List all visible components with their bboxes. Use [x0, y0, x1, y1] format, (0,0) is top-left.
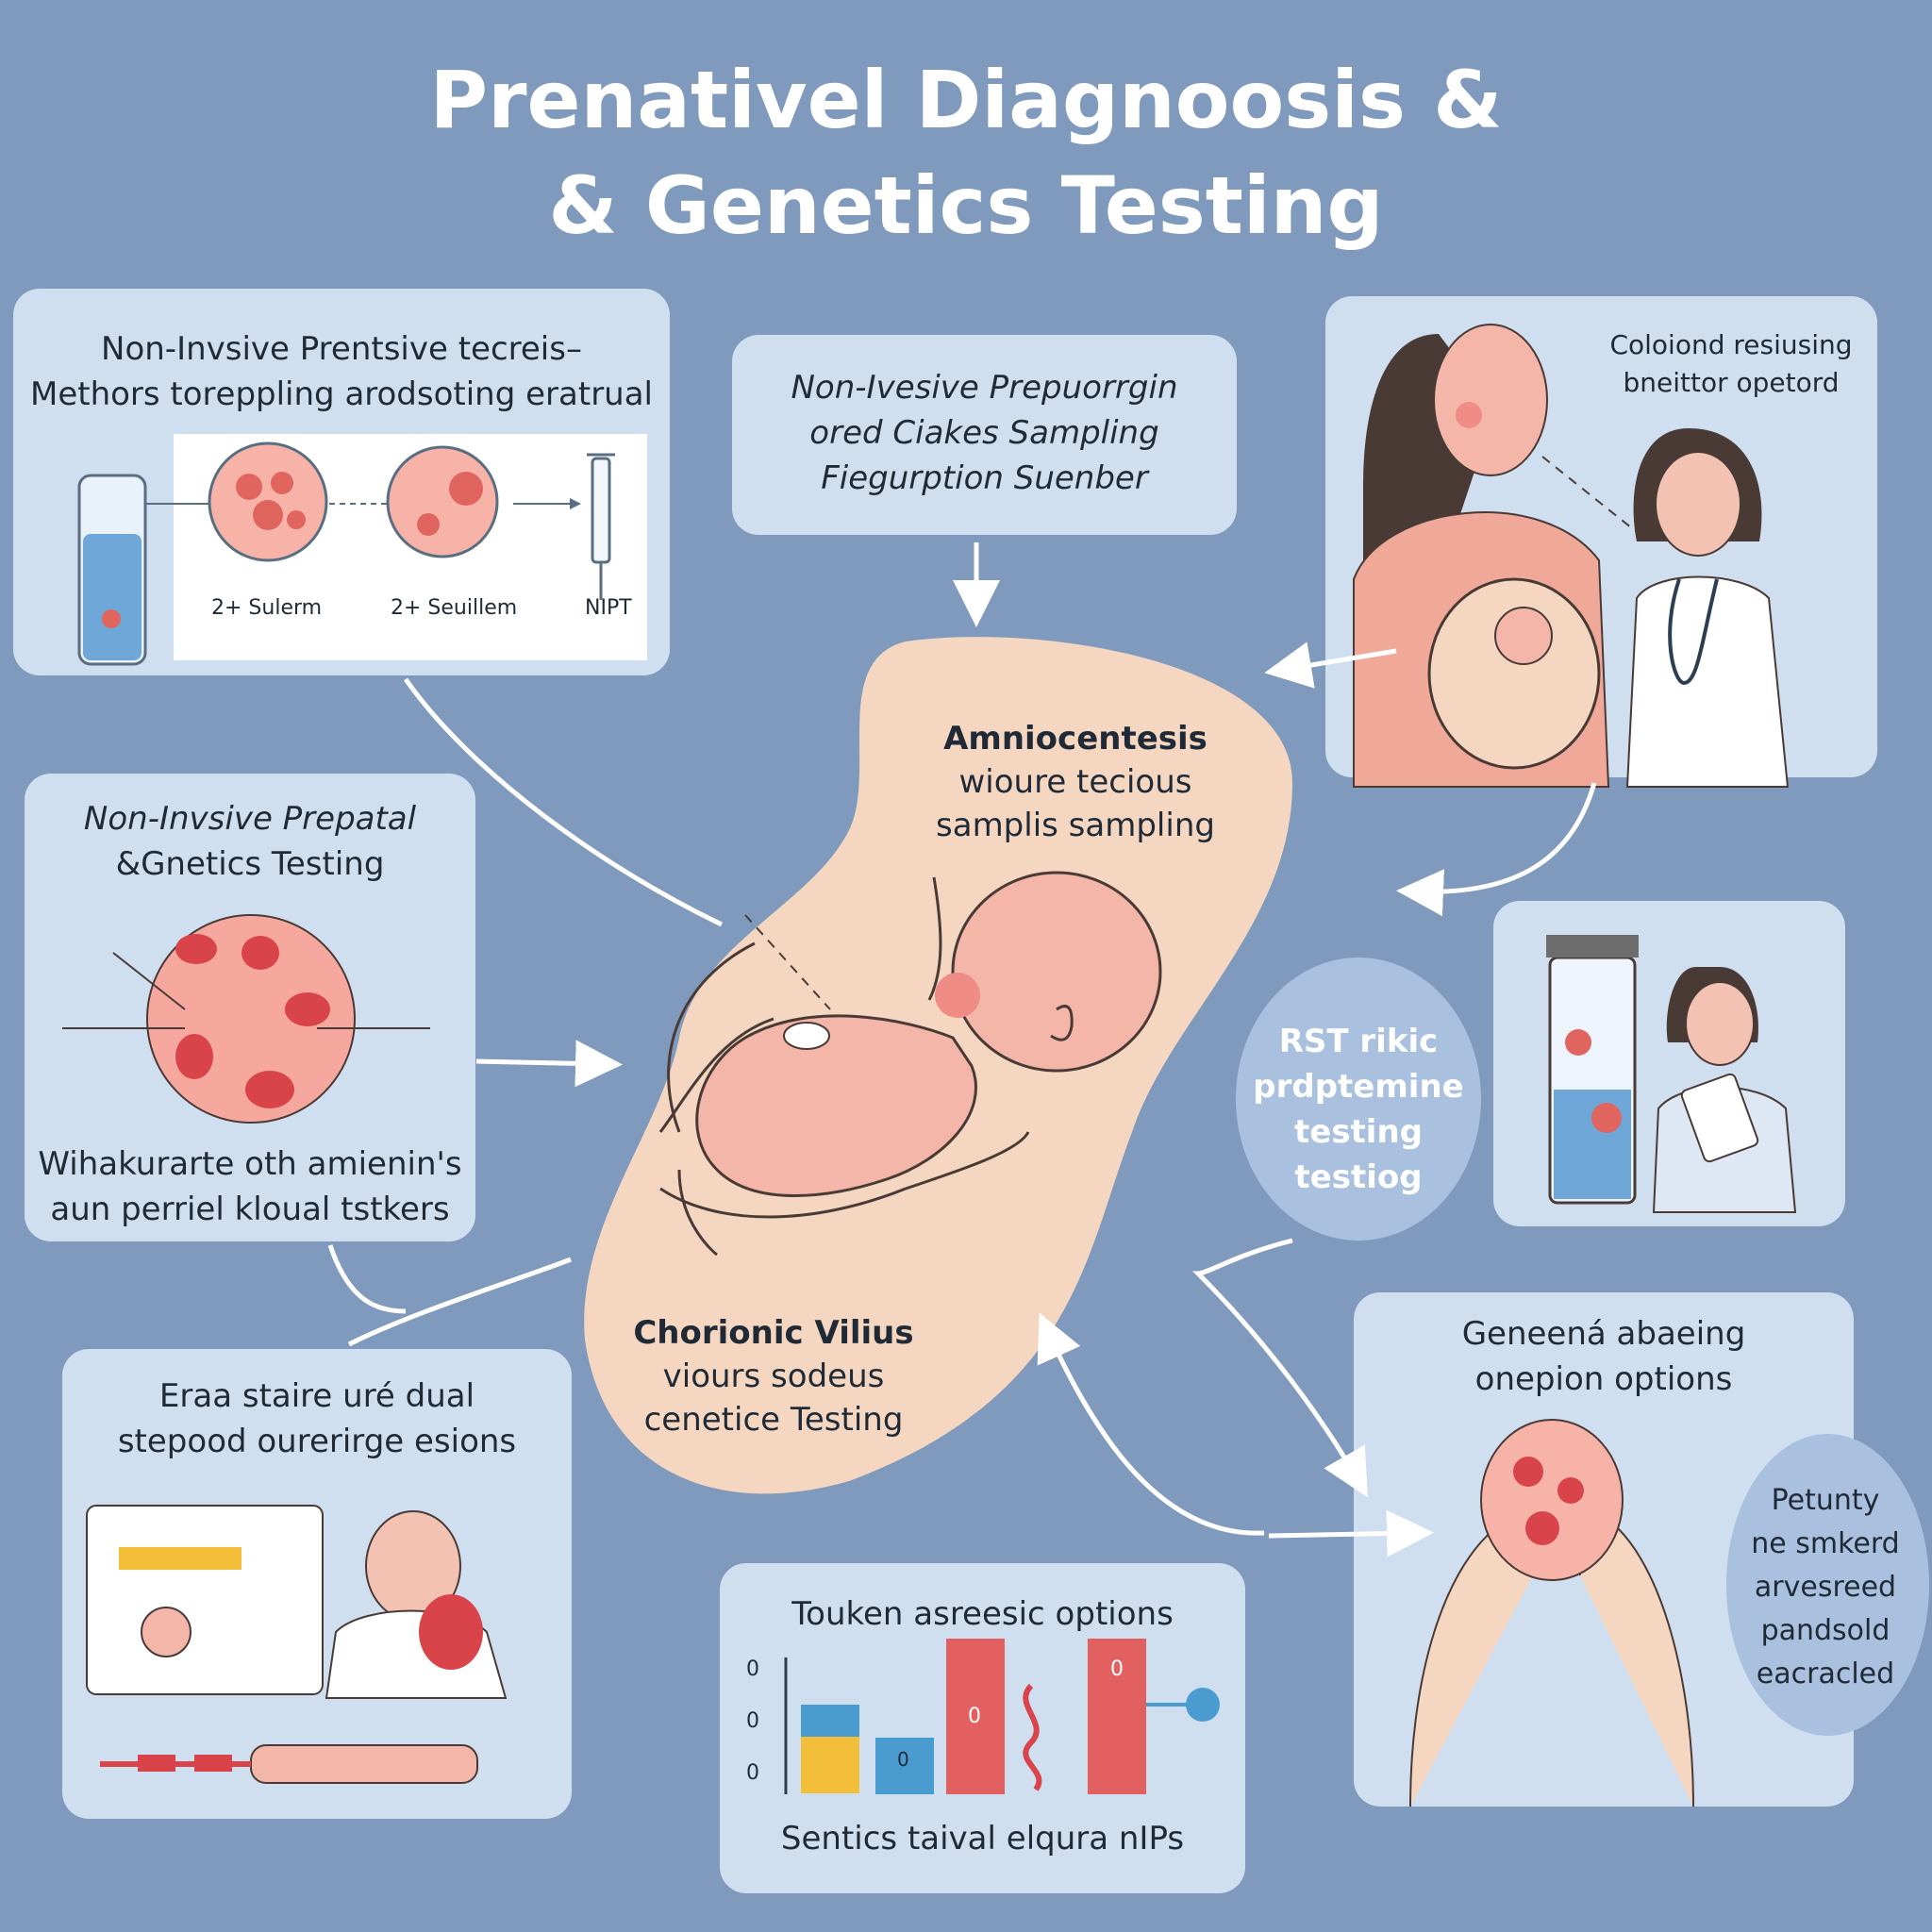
counseling-illustration: [1353, 324, 1790, 788]
panel-touken-options: Touken asreesic options 0 0 0 0 0 0 Sent…: [720, 1563, 1245, 1893]
chart-bar-red-1: [946, 1639, 1005, 1794]
left-mid-foot-1: Wihakurarte oth amienin's: [38, 1145, 462, 1183]
rst-label: RST rikic prdptemine testing testiog: [1236, 1019, 1481, 1200]
touken-bar-label-1: 0: [897, 1748, 909, 1771]
arrow-counsel-left: [1264, 641, 1397, 689]
doctor-coat: [1625, 575, 1790, 788]
counsel-line-1: Coloiond resiusing: [1609, 329, 1853, 360]
womb-outline: [667, 876, 942, 1257]
genetic-options-line-2: onepion options: [1474, 1360, 1733, 1398]
nipt-label-3: NIPT: [585, 596, 632, 620]
counsel-line-2: bneittor opetord: [1623, 367, 1840, 398]
arrow-counsel-down: [1396, 782, 1597, 917]
panel-bottom-left: Eraa staire uré dual stepood ourerirge e…: [62, 1349, 572, 1819]
amnio-label: Amniocentesis wioure tecious samplis sam…: [906, 717, 1245, 847]
panel-nipt-methods: Non-Invsive Prentsive tecreis– Methors t…: [13, 289, 670, 675]
stethoscope-icon: [1668, 578, 1719, 686]
touken-title: Touken asreesic options: [791, 1595, 1174, 1633]
blood-cell-illustration: [62, 914, 430, 1124]
ultrasound-probe: [783, 1022, 830, 1050]
cvs-label: Chorionic Vilius viours sodeus cenetice …: [604, 1311, 943, 1441]
amnio-line-1: Amniocentesis: [943, 720, 1208, 758]
cvs-line-3: cenetice Testing: [643, 1401, 904, 1439]
chart-bar-blue: [875, 1738, 934, 1794]
nipt-label-1: 2+ Sulerm: [211, 596, 323, 620]
arrow-to-genetic-right: [1268, 1509, 1434, 1557]
petunty-line-1: Petunty: [1771, 1484, 1880, 1517]
title-line-2: & Genetics Testing: [548, 159, 1384, 252]
chart-squiggle-icon: [1023, 1683, 1042, 1791]
petunty-line-3: arvesreed: [1754, 1571, 1897, 1604]
genetic-options-line-1: Geneená abaeing: [1461, 1315, 1746, 1353]
arrow-leftmid-down: [327, 1244, 407, 1314]
left-mid-head-2: &Gnetics Testing: [115, 845, 385, 883]
sample-dish-icon: [1480, 1419, 1624, 1581]
center-top-line-1: Non-Ivesive Prepuorrgin: [791, 369, 1178, 407]
baby-cheek: [935, 973, 980, 1018]
petunty-bubble: [1726, 1434, 1929, 1736]
left-mid-head-1: Non-Invsive Prepatal: [83, 800, 417, 838]
arrow-leftmid-to-center: [475, 1040, 623, 1088]
bottom-left-line-1: Eraa staire uré dual: [158, 1377, 475, 1415]
petunty-line-2: ne smkerd: [1751, 1527, 1900, 1560]
ultrasound-illustration: [86, 1505, 508, 1784]
petunty-line-5: eacracled: [1756, 1657, 1895, 1690]
mother-face: [1433, 324, 1548, 476]
center-top-line-2: ored Ciakes Sampling: [809, 414, 1159, 452]
nipt-line-2: Methors torеppling arodsoting eratrual: [29, 375, 653, 413]
holding-hand: [658, 1017, 1030, 1219]
petunty-line-4: pandsold: [1760, 1614, 1890, 1647]
rst-line-2: prdptemine: [1253, 1068, 1464, 1106]
nipt-line-1: Non-Invsive Prentsive tecreis–: [101, 330, 582, 368]
organ-model-icon: [419, 1594, 483, 1670]
page-title: Prenativel Diagnoosis & & Genetics Testi…: [0, 47, 1932, 258]
lab-tech-face: [1685, 981, 1755, 1066]
rst-line-3: testing: [1294, 1113, 1423, 1151]
touken-bar-label-3: 0: [1110, 1657, 1124, 1681]
arrow-bottomleft-up: [347, 1257, 572, 1347]
touken-tick-3: 0: [746, 1761, 759, 1785]
touken-tick-1: 0: [746, 1657, 759, 1681]
arrow-rst-to-genetic: [1191, 1238, 1368, 1498]
left-mid-foot-2: aun perriel kloual tstkers: [50, 1191, 450, 1228]
panel-left-mid: Non-Invsive Prepatal &Gnetics Testing Wi…: [25, 774, 475, 1241]
sample-card-icon: [1680, 1073, 1759, 1163]
panel-lab-test: [1493, 901, 1845, 1226]
rst-bubble: [1236, 958, 1481, 1241]
bottom-left-line-2: stepood ourerirge esions: [117, 1423, 517, 1460]
hands-illustration: [1409, 1419, 1694, 1807]
nipt-label-2: 2+ Seuillem: [391, 596, 518, 620]
lab-test-illustration: [1546, 935, 1797, 1213]
touken-tick-2: 0: [746, 1709, 759, 1733]
baby-ear: [1050, 1005, 1074, 1041]
womb-icon: [1427, 577, 1601, 770]
cvs-line-1: Chorionic Vilius: [633, 1314, 914, 1352]
baby-body: [695, 1014, 977, 1197]
amnio-line-3: samplis sampling: [936, 807, 1215, 844]
center-top-line-3: Fiegurption Suenber: [821, 459, 1148, 497]
fetus-icon: [141, 1607, 192, 1657]
doctor-face: [1655, 451, 1741, 557]
title-line-1: Prenativel Diagnoosis &: [429, 54, 1503, 146]
baby-head: [951, 871, 1162, 1073]
chart-dot-icon: [1186, 1688, 1220, 1722]
nipt-diagram: [77, 441, 615, 666]
chart-bar-red-2: [1088, 1639, 1146, 1794]
cvs-line-2: viours sodeus: [662, 1357, 885, 1395]
touken-chart: [784, 1639, 1220, 1794]
panel-counseling: Coloiond resiusing bneittor opetord: [1325, 296, 1877, 788]
amnio-line-2: wioure tecious: [958, 763, 1192, 801]
panel-center-top: Non-Ivesive Prepuorrgin ored Ciakes Samp…: [732, 335, 1237, 535]
arrow-top-left-to-center: [403, 677, 724, 927]
petunty-label: Petunty ne smkerd arvesreed pandsold eac…: [1717, 1479, 1932, 1696]
rst-line-1: RST rikic: [1278, 1023, 1439, 1060]
touken-bar-label-2: 0: [968, 1705, 981, 1728]
rst-line-4: testiog: [1294, 1158, 1423, 1196]
touken-footer: Sentics taival elqura nIPs: [780, 1820, 1185, 1857]
arrow-to-center-up: [1037, 1312, 1265, 1536]
